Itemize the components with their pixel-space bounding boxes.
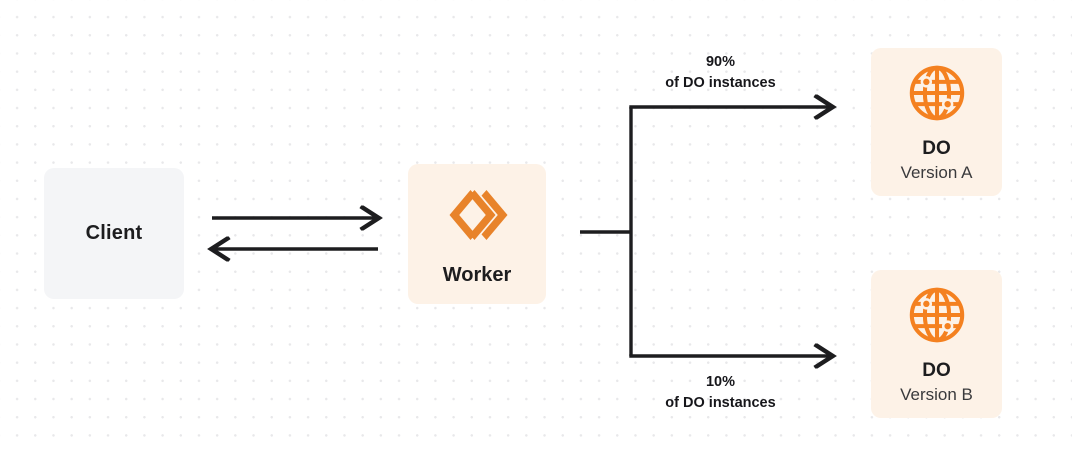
edge-label-do-a: 90% of DO instances bbox=[604, 52, 837, 93]
branch-trunk bbox=[580, 107, 633, 356]
node-worker-label: Worker bbox=[442, 263, 512, 286]
edge-label-do-b: 10% of DO instances bbox=[604, 372, 837, 413]
edge-label-do-a-percent: 90% bbox=[705, 54, 736, 70]
node-do-version-a[interactable]: DO Version A bbox=[871, 48, 1002, 196]
node-worker[interactable]: Worker bbox=[408, 164, 546, 304]
node-do-b-label: DO bbox=[922, 359, 951, 381]
node-client-label: Client bbox=[85, 222, 143, 244]
durable-object-globe-icon bbox=[906, 284, 968, 346]
node-do-a-version: Version A bbox=[900, 162, 973, 182]
edge-label-do-b-percent: 10% bbox=[705, 374, 736, 390]
cloudflare-workers-icon bbox=[444, 182, 510, 248]
edge-label-do-a-detail: of DO instances bbox=[665, 74, 776, 91]
durable-object-globe-icon bbox=[906, 62, 968, 124]
node-do-version-b[interactable]: DO Version B bbox=[871, 270, 1002, 418]
node-do-a-label: DO bbox=[922, 137, 951, 159]
node-client[interactable]: Client bbox=[44, 168, 184, 299]
edge-label-do-b-detail: of DO instances bbox=[665, 394, 776, 411]
node-do-b-version: Version B bbox=[900, 384, 973, 404]
